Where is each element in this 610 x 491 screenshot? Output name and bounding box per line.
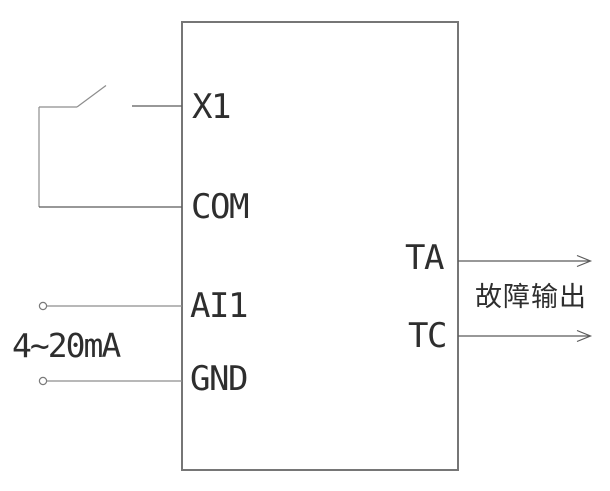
tc-arrowhead [576, 329, 593, 343]
normally-open-switch-icon [39, 85, 107, 108]
arrow-right-icon [458, 254, 593, 268]
terminal-label-gnd: GND [190, 359, 247, 399]
arrow-right-icon [458, 329, 593, 343]
terminal-label-x1: X1 [192, 87, 230, 127]
terminal-label-ai1: AI1 [190, 286, 247, 326]
ta-arrowhead [576, 254, 593, 268]
open-circle-terminal-icon [38, 301, 48, 311]
analog-range-label: 4~20mA [12, 326, 121, 365]
terminal-label-ta: TA [405, 238, 444, 278]
open-circle-terminal-icon [38, 376, 48, 386]
terminal-label-com: COM [191, 187, 249, 227]
controller-block [181, 21, 459, 471]
switch-blade [76, 85, 107, 108]
fault-output-label: 故障输出 [475, 282, 587, 312]
terminal-label-tc: TC [408, 316, 446, 356]
